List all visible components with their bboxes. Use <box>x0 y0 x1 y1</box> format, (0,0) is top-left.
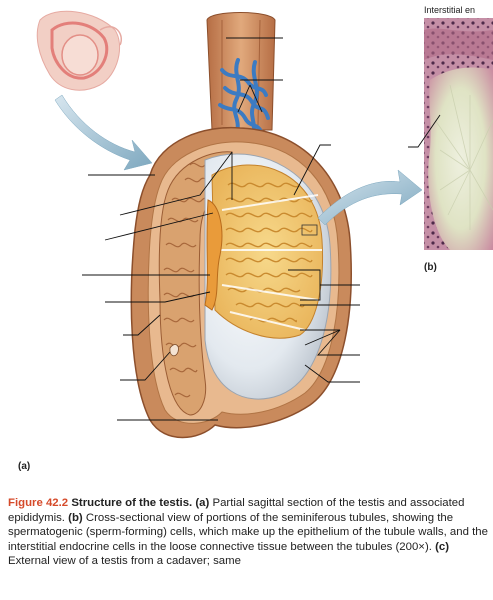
figure-number: Figure 42.2 <box>8 497 69 509</box>
panel-label-a: (a) <box>18 461 30 472</box>
caption-part-a-label: (a) <box>195 497 210 509</box>
figure-title: Structure of the testis. <box>71 497 193 509</box>
interstitial-endocrine-label: Interstitial en <box>424 5 476 15</box>
rete-testis <box>204 199 223 311</box>
caption-part-c-text: External view of a testis from a cadaver… <box>8 555 241 568</box>
arrow-to-histology <box>317 169 423 226</box>
caption-part-a-text: Partial sagittal section of the testis a… <box>8 497 465 524</box>
caption-part-b-label: (b) <box>68 511 83 524</box>
caption-part-b-text: Cross-sectional view of portions of the … <box>8 511 488 553</box>
figure-caption: Figure 42.2 Structure of the testis. (a)… <box>8 496 488 569</box>
leader-lines <box>82 37 441 421</box>
panel-label-b: (b) <box>424 262 437 273</box>
testis-section <box>130 12 352 439</box>
pampiniform-plexus <box>218 58 270 140</box>
seminiferous-tubules <box>211 164 324 339</box>
thumbnail-external-view <box>36 10 122 91</box>
arrow-to-section <box>54 94 153 171</box>
histology-box <box>301 224 318 236</box>
histology-micrograph <box>424 18 493 250</box>
caption-part-c-label: (c) <box>435 540 450 553</box>
